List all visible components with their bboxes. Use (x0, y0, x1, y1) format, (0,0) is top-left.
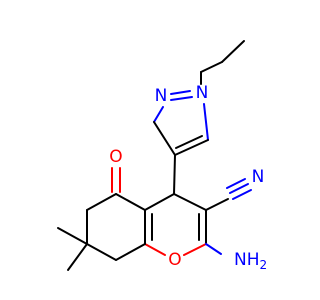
bond-pyrazole-n1-c5 (203, 103, 209, 141)
bond-c7-c8 (86, 243, 117, 261)
bond-propyl-2 (200, 61, 223, 73)
bond-nitrile-triple-a (229, 183, 249, 194)
amino-main-text: NH (234, 250, 260, 270)
bond-c5-c6 (86, 193, 117, 211)
atom-ketone-oxygen: O (109, 147, 122, 167)
atom-amino-group: NH2 (234, 250, 267, 272)
bond-nitrile-triple-b (232, 189, 252, 200)
bond-pyrazole-n2-c3 (153, 106, 164, 123)
structure-diagram: N N O O N NH2 (57, 40, 267, 272)
atom-nitrile-nitrogen: N (252, 167, 265, 187)
bond-pyrazole-c4-c5-double (175, 135, 203, 149)
bond-c2-o (183, 243, 207, 256)
bond-c8-c8a (115, 243, 146, 261)
atom-pyrazole-n1: N (196, 83, 209, 103)
bond-nitrile-triple-c (226, 178, 246, 189)
bond-c4-c3 (173, 193, 207, 211)
atom-ring-oxygen: O (168, 250, 181, 270)
bond-pyrazole-c3-c4 (153, 121, 176, 156)
bond-c4-c4a (144, 193, 175, 211)
bond-c7-methyl-a (57, 227, 88, 245)
bond-pyrazole-c4-c5 (174, 139, 209, 156)
bond-c7-methyl-b (67, 243, 88, 271)
atom-pyrazole-n2: N (155, 86, 168, 106)
bond-c2-amino (205, 243, 222, 255)
bond-o-c8a (144, 243, 166, 256)
bond-c4a-c5 (115, 193, 146, 211)
molecule-canvas: N N O O N NH2 (57, 40, 268, 272)
amino-subscript: 2 (260, 258, 268, 272)
bond-propyl-1 (221, 40, 245, 63)
bond-c3-cn (205, 198, 229, 211)
bond-pyrazole-n1-n2 (170, 96, 193, 101)
bond-pyrazole-to-c4 (173, 154, 176, 195)
bond-pyrazole-n1-n2-double (170, 90, 191, 95)
